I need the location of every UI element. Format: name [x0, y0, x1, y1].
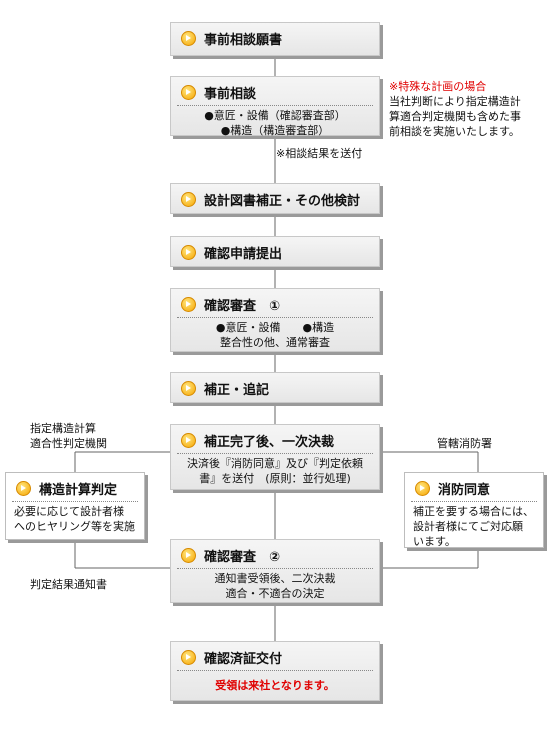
step-title: 確認済証交付: [181, 642, 282, 672]
step-correction: 補正・追記: [170, 372, 380, 403]
step-first-approval: 補正完了後、一次決裁 決済後『消防同意』及び『判定依頼 書』を送付 (原則：並行…: [170, 424, 380, 490]
side-fire-consent: 消防同意 補正を要する場合には、 設計者様にてご対応願 います。: [404, 472, 544, 548]
step-title: 事前相談: [181, 77, 256, 107]
step-details: 受領は来社となります。: [215, 679, 335, 692]
dotted-separator: [12, 501, 138, 502]
play-bullet-icon: [415, 480, 430, 496]
step-title: 補正・追記: [181, 373, 269, 403]
play-bullet-icon: [181, 30, 196, 46]
dotted-separator: [177, 317, 373, 318]
play-bullet-icon: [16, 480, 31, 496]
step-details: 通知書受領後、二次決裁 適合・不適合の決定: [214, 572, 336, 600]
step-details: ●意匠・設備 ●構造 整合性の他、通常審査: [215, 321, 335, 349]
side-title: 消防同意: [415, 473, 490, 503]
play-bullet-icon: [181, 296, 196, 312]
play-bullet-icon: [181, 244, 196, 260]
step-title: 事前相談願書: [181, 23, 282, 53]
side-structural-judgement: 構造計算判定 必要に応じて設計者様 へのヒヤリング等を実施: [5, 472, 145, 540]
step-title: 確認審査 ②: [181, 540, 280, 570]
side-details: 補正を要する場合には、 設計者様にてご対応願 います。: [413, 505, 534, 548]
play-bullet-icon: [181, 380, 196, 396]
step-title: 設計図書補正・その他検討: [181, 184, 360, 214]
step-details: 決済後『消防同意』及び『判定依頼 書』を送付 (原則：並行処理): [187, 457, 363, 485]
fire-station-label: 管轄消防署: [437, 437, 492, 450]
dotted-separator: [177, 568, 373, 569]
dotted-separator: [411, 501, 537, 502]
step-title: 確認審査 ①: [181, 289, 280, 319]
side-title: 構造計算判定: [16, 473, 117, 503]
play-bullet-icon: [181, 432, 196, 448]
play-bullet-icon: [181, 84, 196, 100]
judge-notice-label: 判定結果通知書: [30, 578, 107, 591]
judge-org-label: 指定構造計算 適合性判定機関: [30, 422, 107, 450]
side-details: 必要に応じて設計者様 へのヒヤリング等を実施: [14, 505, 135, 533]
step-pre-consult: 事前相談 ●意匠・設備（確認審査部） ●構造（構造審査部）: [170, 76, 380, 137]
step-design-revision: 設計図書補正・その他検討: [170, 183, 380, 214]
step-title: 確認申請提出: [181, 237, 282, 267]
step-details: ●意匠・設備（確認審査部） ●構造（構造審査部）: [204, 109, 346, 137]
dotted-separator: [177, 105, 373, 106]
dotted-separator: [177, 453, 373, 454]
play-bullet-icon: [181, 547, 196, 563]
step-review-2: 確認審査 ② 通知書受領後、二次決裁 適合・不適合の決定: [170, 539, 380, 603]
play-bullet-icon: [181, 191, 196, 207]
dotted-separator: [177, 670, 373, 671]
play-bullet-icon: [181, 649, 196, 665]
send-result-note: ※相談結果を送付: [276, 147, 363, 160]
special-plan-note: ※特殊な計画の場合 当社判断により指定構造計 算適合判定機関も含めた事 前相談を…: [389, 80, 521, 138]
step-certificate-issue: 確認済証交付 受領は来社となります。: [170, 641, 380, 701]
step-pre-consult-application: 事前相談願書: [170, 22, 380, 56]
step-title: 補正完了後、一次決裁: [181, 425, 334, 455]
step-review-1: 確認審査 ① ●意匠・設備 ●構造 整合性の他、通常審査: [170, 288, 380, 352]
step-submit-application: 確認申請提出: [170, 236, 380, 267]
